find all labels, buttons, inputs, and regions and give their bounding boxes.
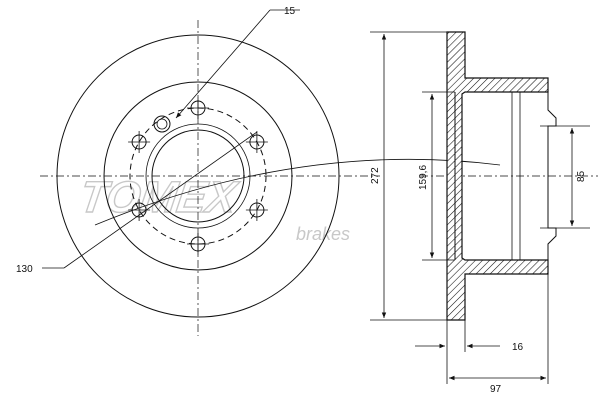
front-view: 15 130 <box>16 6 380 336</box>
pitch-circle-dimension: 130 <box>16 264 33 275</box>
disc-section-hatched <box>446 31 549 321</box>
watermark-sub: brakes <box>296 224 350 244</box>
center-bore-dimension: 85 <box>576 170 587 182</box>
watermark-swoosh <box>94 158 501 226</box>
thickness-dimension: 16 <box>512 342 524 353</box>
bolt-hole-dimension: 15 <box>284 6 296 17</box>
pitch-circle-leader <box>63 131 258 269</box>
overall-diameter-dimension: 272 <box>370 167 381 184</box>
center-bore-chamfer <box>145 123 251 229</box>
hat-outer-circle <box>103 81 293 271</box>
watermark-brand: TOMEX <box>77 173 242 222</box>
watermark-logo: TOMEX brakes <box>76 158 501 244</box>
locating-screw-hole-inner <box>156 118 168 130</box>
bolt-holes <box>128 97 268 255</box>
bolt-hole-leader <box>175 9 271 119</box>
height-dimension: 97 <box>490 384 502 395</box>
disc-outer-circle <box>56 34 340 318</box>
pitch-circle <box>129 107 267 245</box>
hat-diameter-dimension: 159,6 <box>418 165 429 190</box>
center-bore-circle <box>151 129 245 223</box>
side-view: 272 159,6 85 16 97 <box>370 31 598 395</box>
locating-screw-hole <box>153 115 171 133</box>
